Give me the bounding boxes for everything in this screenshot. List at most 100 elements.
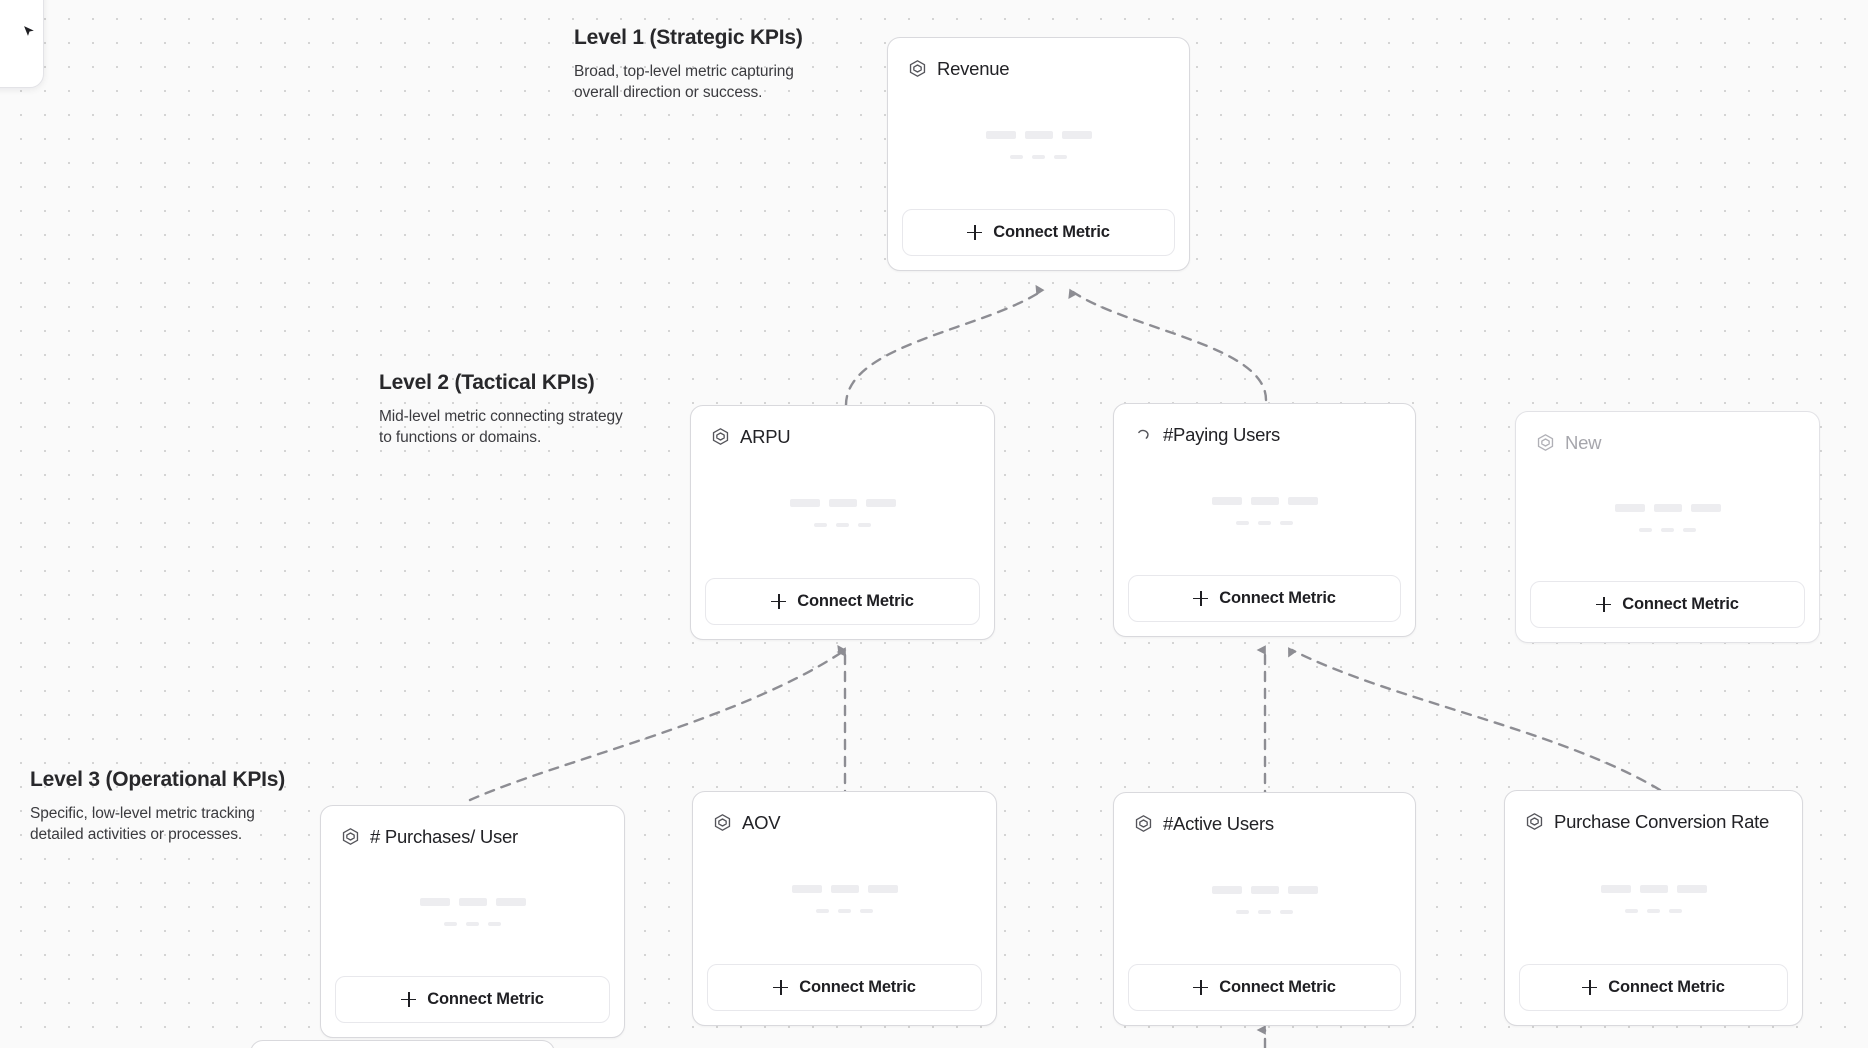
skeleton-bar	[1258, 909, 1271, 914]
card-header: New	[1516, 412, 1819, 456]
cursor-icon	[24, 25, 34, 36]
floating-panel-fragment[interactable]	[0, 0, 44, 88]
hexagon-icon	[909, 60, 926, 77]
card-title: # Purchases/ User	[370, 825, 518, 847]
spinner-icon	[1138, 429, 1149, 439]
skeleton-bar	[1061, 130, 1092, 139]
level-3-description: Specific, low-level metric tracking deta…	[30, 805, 255, 844]
connect-metric-label: Connect Metric	[427, 990, 544, 1008]
skeleton-bar	[1032, 154, 1045, 159]
skeleton-row-secondary	[1625, 908, 1682, 913]
skeleton-bar	[828, 499, 857, 507]
card-header: Revenue	[888, 38, 1189, 82]
skeleton-bar	[860, 909, 873, 913]
card-skeleton-body	[1114, 837, 1415, 964]
skeleton-bar	[444, 922, 457, 926]
skeleton-bar	[1661, 527, 1674, 532]
skeleton-bar	[1625, 908, 1638, 913]
skeleton-row-secondary	[814, 523, 871, 527]
card-header: # Purchases/ User	[321, 806, 624, 850]
metric-card-aov[interactable]: AOV Connect Metric	[692, 791, 997, 1026]
skeleton-bar	[1258, 520, 1271, 525]
connect-metric-button[interactable]: Connect Metric	[1128, 964, 1401, 1011]
skeleton-row-secondary	[1236, 520, 1293, 525]
connect-metric-button[interactable]: Connect Metric	[1519, 964, 1788, 1011]
card-title: ARPU	[740, 425, 791, 447]
skeleton-bar	[858, 523, 871, 527]
skeleton-bar	[1287, 885, 1318, 894]
skeleton-row-primary	[1211, 496, 1318, 505]
level-3-title: Level 3 (Operational KPIs)	[30, 768, 286, 791]
card-header: Purchase Conversion Rate	[1505, 791, 1802, 835]
metric-card-partial-offscreen[interactable]	[250, 1040, 555, 1048]
connect-metric-label: Connect Metric	[1219, 589, 1336, 607]
metric-card-revenue[interactable]: Revenue Connect Metric	[887, 37, 1190, 271]
plus-icon	[773, 980, 789, 995]
skeleton-bar	[1676, 884, 1707, 893]
card-title: #Active Users	[1163, 812, 1274, 834]
skeleton-bar	[1211, 885, 1242, 894]
skeleton-bar	[1639, 884, 1668, 893]
skeleton-bar	[865, 499, 896, 507]
metric-card-new[interactable]: New Connect Metric	[1515, 411, 1820, 643]
skeleton-row-secondary	[1010, 154, 1067, 159]
skeleton-bar	[466, 922, 479, 926]
connect-metric-label: Connect Metric	[797, 592, 914, 610]
plus-icon	[401, 992, 417, 1007]
level-2-title: Level 2 (Tactical KPIs)	[379, 371, 595, 394]
card-skeleton-body	[691, 450, 994, 578]
metric-card-purchases-per-user[interactable]: # Purchases/ User Connect Metric	[320, 805, 625, 1038]
metric-card-purchase-conversion-rate[interactable]: Purchase Conversion Rate Connect Metric	[1504, 790, 1803, 1026]
skeleton-bar	[495, 898, 526, 906]
connect-metric-button[interactable]: Connect Metric	[335, 976, 610, 1023]
card-skeleton-body	[1114, 448, 1415, 575]
skeleton-row-primary	[419, 898, 526, 906]
card-title: Revenue	[937, 57, 1010, 79]
level-3-block: Level 3 (Operational KPIs) Specific, low…	[30, 768, 290, 846]
skeleton-bar	[814, 523, 827, 527]
skeleton-row-primary	[1600, 884, 1707, 893]
skeleton-bar	[1010, 154, 1023, 159]
skeleton-row-primary	[1211, 885, 1318, 894]
card-skeleton-body	[888, 82, 1189, 209]
plus-icon	[967, 225, 983, 240]
connect-metric-button[interactable]: Connect Metric	[1128, 575, 1401, 622]
connect-metric-button[interactable]: Connect Metric	[705, 578, 980, 625]
card-title: AOV	[742, 811, 781, 833]
hexagon-icon	[714, 814, 731, 831]
plus-icon	[1193, 980, 1209, 995]
card-skeleton-body	[693, 836, 996, 964]
skeleton-bar	[1614, 503, 1645, 512]
plus-icon	[1596, 597, 1612, 612]
card-skeleton-body	[1505, 835, 1802, 964]
card-title: #Paying Users	[1163, 423, 1281, 445]
card-header: #Paying Users	[1114, 404, 1415, 448]
metric-card-paying-users[interactable]: #Paying Users Connect Metric	[1113, 403, 1416, 637]
connect-metric-label: Connect Metric	[1608, 978, 1725, 996]
skeleton-bar	[1250, 885, 1279, 894]
skeleton-bar	[836, 523, 849, 527]
skeleton-bar	[1669, 908, 1682, 913]
skeleton-bar	[867, 885, 898, 893]
level-1-description: Broad, top-level metric capturing overal…	[574, 63, 794, 102]
skeleton-bar	[488, 922, 501, 926]
skeleton-row-secondary	[1639, 527, 1696, 532]
metric-card-arpu[interactable]: ARPU Connect Metric	[690, 405, 995, 640]
skeleton-bar	[1236, 909, 1249, 914]
skeleton-bar	[791, 885, 822, 893]
hexagon-icon	[342, 828, 359, 845]
metric-card-active-users[interactable]: #Active Users Connect Metric	[1113, 792, 1416, 1026]
skeleton-bar	[1639, 527, 1652, 532]
connect-metric-button[interactable]: Connect Metric	[1530, 581, 1805, 628]
card-skeleton-body	[1516, 456, 1819, 581]
plus-icon	[1193, 591, 1209, 606]
skeleton-bar	[1280, 909, 1293, 914]
hexagon-icon	[1526, 813, 1543, 830]
connect-metric-label: Connect Metric	[1622, 595, 1739, 613]
connect-metric-button[interactable]: Connect Metric	[902, 209, 1175, 256]
hexagon-icon	[712, 428, 729, 445]
connect-metric-button[interactable]: Connect Metric	[707, 964, 982, 1011]
card-header: ARPU	[691, 406, 994, 450]
hexagon-icon	[1135, 815, 1152, 832]
